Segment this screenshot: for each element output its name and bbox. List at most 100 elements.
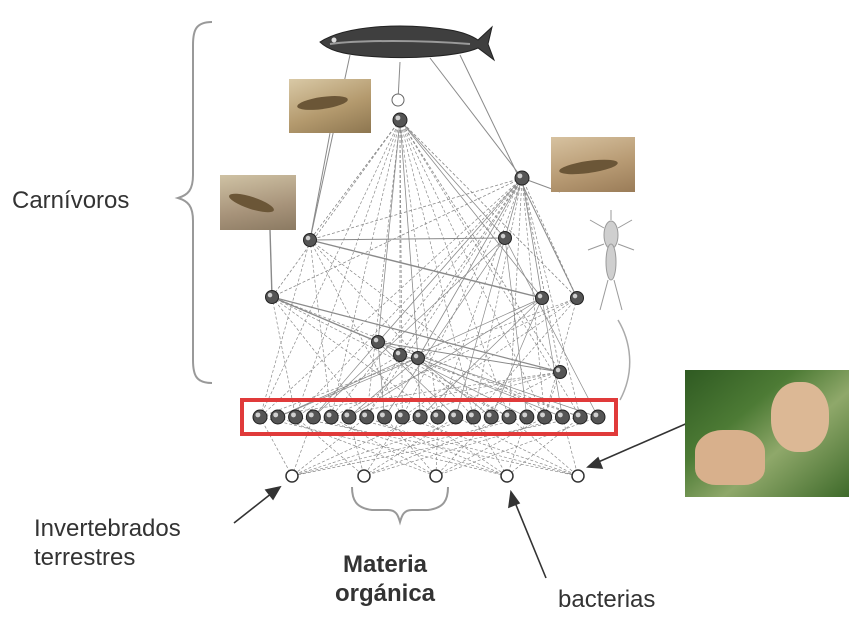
- producer-node: [360, 410, 374, 424]
- producer-node-highlight: [273, 412, 278, 417]
- producer-node-highlight: [469, 412, 474, 417]
- producer-node: [306, 410, 320, 424]
- consumer-node: [499, 232, 512, 245]
- producer-node-highlight: [505, 412, 510, 417]
- producer-node: [449, 410, 463, 424]
- consumer-node: [412, 352, 425, 365]
- insect-connector: [618, 320, 630, 400]
- producer-node-highlight: [255, 412, 260, 417]
- label-carnivoros: Carnívoros: [12, 186, 129, 215]
- food-web-link: [562, 417, 578, 476]
- food-web-link: [400, 120, 542, 298]
- consumer-node: [394, 349, 407, 362]
- label-materia-organica: Materia orgánica: [335, 550, 435, 608]
- consumer-node-highlight: [414, 354, 419, 359]
- producer-node: [431, 410, 445, 424]
- producer-node-highlight: [416, 412, 421, 417]
- consumer-node: [372, 336, 385, 349]
- label-materia-line1: Materia: [335, 550, 435, 579]
- fish-icon: [320, 26, 494, 60]
- food-web-link: [438, 178, 522, 417]
- producer-node-highlight: [558, 412, 563, 417]
- food-web-link: [430, 58, 522, 178]
- producer-node: [342, 410, 356, 424]
- materia-brace: [352, 487, 448, 522]
- food-web-link: [292, 417, 420, 476]
- consumer-node: [304, 234, 317, 247]
- producer-node: [289, 410, 303, 424]
- carnivoros-brace: [178, 22, 212, 383]
- food-web-link: [310, 178, 522, 240]
- food-web-link: [522, 178, 560, 372]
- consumer-node-highlight: [374, 338, 379, 343]
- consumer-node-highlight: [556, 368, 561, 373]
- food-web-link: [260, 240, 310, 417]
- producer-node-highlight: [309, 412, 314, 417]
- producer-node: [466, 410, 480, 424]
- carnivore-node-highlight: [395, 115, 400, 120]
- food-web-link: [278, 417, 436, 476]
- producer-node: [395, 410, 409, 424]
- food-web-link: [522, 178, 577, 298]
- producer-node: [271, 410, 285, 424]
- food-web-link: [400, 120, 509, 417]
- producer-node: [413, 410, 427, 424]
- producer-node: [502, 410, 516, 424]
- food-web-link: [270, 230, 272, 297]
- consumer-node-highlight: [501, 234, 506, 239]
- producer-node: [253, 410, 267, 424]
- food-web-link: [402, 178, 522, 417]
- consumer-node-highlight: [573, 294, 578, 299]
- basal-resource-node: [501, 470, 513, 482]
- food-web-link: [402, 372, 560, 417]
- producer-node-highlight: [327, 412, 332, 417]
- producer-node: [484, 410, 498, 424]
- food-web-link: [310, 240, 402, 417]
- food-web-link: [310, 240, 542, 298]
- consumer-node: [554, 366, 567, 379]
- food-web-link: [331, 120, 400, 417]
- insect-icon: [588, 210, 634, 310]
- label-bacterias: bacterias: [558, 585, 655, 614]
- producer-node: [520, 410, 534, 424]
- producer-node-highlight: [593, 412, 598, 417]
- producer-node: [591, 410, 605, 424]
- algae-hand-photo: [685, 370, 849, 497]
- producer-node-highlight: [433, 412, 438, 417]
- producer-node-highlight: [522, 412, 527, 417]
- producer-node-highlight: [451, 412, 456, 417]
- producer-node: [324, 410, 338, 424]
- food-web-link: [418, 358, 420, 417]
- label-invertebrados-line1: Invertebrados: [34, 514, 181, 543]
- producer-node: [555, 410, 569, 424]
- producer-node: [378, 410, 392, 424]
- food-web-link: [296, 355, 400, 417]
- fish-photo-2: [220, 175, 296, 230]
- producer-node-highlight: [380, 412, 385, 417]
- consumer-node: [571, 292, 584, 305]
- food-web-link: [260, 417, 292, 476]
- food-web-link: [378, 120, 400, 342]
- producer-node-highlight: [398, 412, 403, 417]
- consumer-node-highlight: [396, 351, 401, 356]
- food-web-link: [292, 417, 527, 476]
- food-web-link: [400, 120, 560, 372]
- food-web-link: [436, 417, 598, 476]
- carnivore-node-highlight: [517, 173, 522, 178]
- carnivore-node: [393, 113, 407, 127]
- label-invertebrados-terrestres: Invertebrados terrestres: [34, 514, 181, 572]
- basal-resource-node: [286, 470, 298, 482]
- basal-resource-node: [358, 470, 370, 482]
- producer-node-highlight: [576, 412, 581, 417]
- producer-node-highlight: [487, 412, 492, 417]
- producer-node: [573, 410, 587, 424]
- producer-node-highlight: [540, 412, 545, 417]
- fish-photo-3: [551, 137, 635, 192]
- fish-photo-1: [289, 79, 371, 133]
- consumer-node-highlight: [538, 294, 543, 299]
- producer-node-highlight: [291, 412, 296, 417]
- label-materia-line2: orgánica: [335, 579, 435, 608]
- consumer-node: [266, 291, 279, 304]
- consumer-node-highlight: [306, 236, 311, 241]
